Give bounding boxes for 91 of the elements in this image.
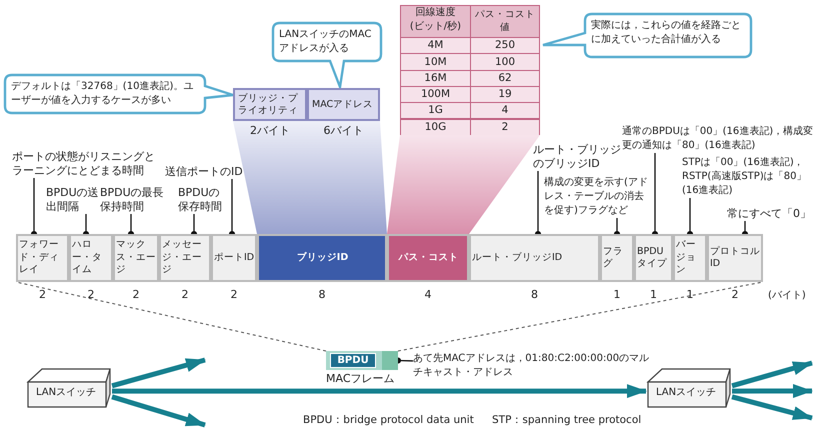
field-label: パス・コスト: [398, 252, 458, 264]
arrow: [731, 360, 813, 388]
field-label: フォワード・ディレイ: [19, 239, 60, 277]
bpdu-field: [600, 234, 634, 282]
byte-count: 2: [180, 288, 190, 302]
table-cell: 100: [471, 54, 539, 70]
callout-text: デフォルトは「32768」(10進表記)。ユーザーが値を入力するケースが多い: [11, 80, 194, 108]
callout-text: 実際には，これらの値を経路ごとに加えていった合計値が入る: [591, 19, 742, 47]
table-cell: 250: [471, 38, 539, 54]
bpdu-field: [469, 234, 600, 282]
byte-count: 2: [132, 288, 140, 302]
callout: [541, 13, 753, 59]
field-label: バージョン: [676, 239, 697, 277]
header-text: (ビット/秒): [410, 20, 462, 34]
subfield-label: MACアドレス: [312, 98, 374, 110]
byte-count: 2: [38, 288, 47, 302]
bpdu-field: [159, 234, 211, 282]
table-cell: パス・コスト値: [471, 6, 539, 37]
field-label: ポートID: [214, 252, 254, 264]
unit-label: (バイト): [768, 290, 806, 302]
network-switch: [26, 366, 112, 410]
table-cell: 100M: [401, 86, 470, 102]
annotation-text: BPDUの最長保持時間: [100, 186, 164, 213]
byte-count: 2バイト: [249, 124, 291, 138]
annotation-text: ポートの状態がリスニングとラーニングにとどまる時間: [12, 150, 155, 177]
field-label: ブリッジID: [296, 252, 348, 264]
annotation-text: BPDUの保存時間: [178, 186, 222, 213]
annotation-text: 常にすべて「0」: [727, 207, 811, 220]
arrow: [111, 394, 206, 428]
byte-count: 1: [612, 288, 622, 302]
bpdu-field: [257, 234, 387, 282]
field-label: フラグ: [603, 246, 624, 270]
header-text: 回線速度: [416, 6, 456, 20]
arrow: [732, 384, 813, 398]
field-label: ルート・ブリッジID: [472, 252, 562, 264]
byte-count: 1: [686, 288, 694, 302]
byte-count: 1: [649, 288, 658, 302]
field-label: BPDUタイプ: [637, 246, 668, 270]
bpdu-tag: BPDU: [330, 353, 376, 368]
table-cell: 1G: [401, 103, 470, 118]
projection-line: [398, 282, 764, 352]
callout-text: LANスイッチのMACアドレスが入る: [279, 28, 372, 56]
annotation-text: 構成の変更を示す(アドレス・テーブルの消去を促す)フラグなど: [544, 177, 648, 216]
annotation-text: ルート・ブリッジのブリッジID: [533, 143, 621, 170]
bpdu-field: [211, 234, 257, 282]
field-label: マックス・エージ: [116, 239, 157, 277]
field-label: プロトコルID: [710, 246, 761, 270]
switch-label: LANスイッチ: [36, 387, 96, 400]
byte-count: 8: [318, 288, 326, 302]
byte-count: 6バイト: [322, 124, 364, 138]
bpdu-field: [387, 234, 469, 282]
field-label: ハロー・タイム: [72, 239, 103, 277]
bpdu-field: [634, 234, 673, 282]
table-cell: 62: [471, 70, 539, 86]
switch-label: LANスイッチ: [656, 387, 716, 400]
byte-count: 2: [86, 288, 96, 302]
table-cell: 4: [471, 103, 539, 118]
annotation-text: 送信ポートのID: [165, 165, 243, 178]
footnote: STP：spanning tree protocol: [492, 414, 642, 428]
byte-count: 2: [730, 288, 740, 302]
annotation-text: 通常のBPDUは「00」(16進表記)，構成変更の通知は「80」(16進表記): [622, 126, 814, 151]
subfield-box: [233, 88, 307, 121]
annotation-text: あて先MACアドレスは，01:80:C2:00:00:00のマルチキャスト・アドレス: [413, 353, 650, 378]
arrow: [111, 358, 206, 388]
table-cell: 10M: [401, 54, 470, 70]
table-cell: 2: [471, 120, 539, 135]
frame-caption: MACフレーム: [326, 372, 396, 386]
table-cell: 19: [471, 86, 539, 102]
callout: [4, 74, 236, 114]
bpdu-field: [16, 234, 69, 282]
subfield-box: [307, 88, 380, 121]
arrow: [112, 384, 647, 398]
byte-count: 8: [530, 288, 539, 302]
annotation-text: STPは「00」(16進表記)，RSTP(高速版STP)は「80」(16進表記): [682, 157, 806, 196]
field-label: メッセージ・エージ: [162, 239, 203, 277]
arrow: [731, 394, 813, 420]
byte-count: 4: [424, 288, 432, 302]
subfield-label: ブリッジ・プライオリティ: [238, 92, 299, 116]
annotation-text: BPDUの送出間隔: [46, 186, 99, 213]
table-cell: 10G: [401, 120, 470, 135]
table-cell: 4M: [401, 38, 470, 54]
callout: [272, 22, 382, 88]
byte-count: 2: [230, 288, 238, 302]
network-switch: [646, 366, 732, 410]
table-cell: 16M: [401, 70, 470, 86]
footnote: BPDU：bridge protocol data unit: [303, 414, 474, 428]
mac-frame: [326, 351, 398, 370]
bpdu-field: [69, 234, 113, 282]
bpdu-field: [673, 234, 707, 282]
projection-line: [16, 282, 326, 352]
bpdu-field: [707, 234, 763, 282]
